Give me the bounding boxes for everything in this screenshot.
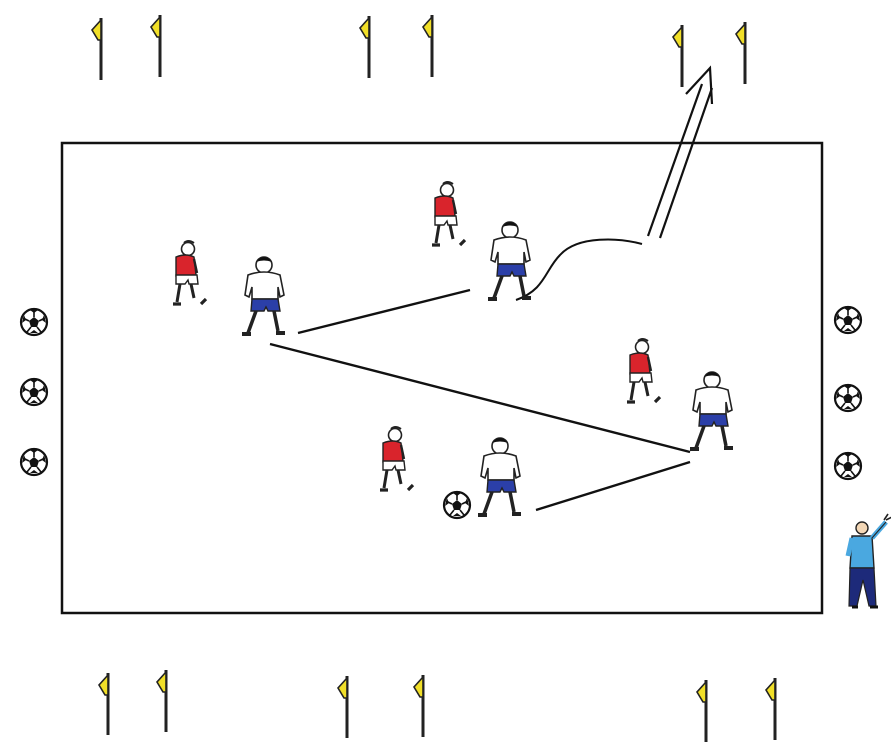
shot-arrow <box>648 68 712 238</box>
attacker-player-icon <box>173 241 206 304</box>
flag-icon <box>736 22 745 84</box>
flag-icon <box>766 678 775 740</box>
flag-group-top-center <box>360 15 432 78</box>
attacker-player-icon <box>432 182 465 245</box>
defender-player-icon <box>690 372 733 449</box>
flag-icon <box>673 25 682 87</box>
soccer-ball-icon <box>21 449 47 475</box>
pass-lines <box>270 290 690 510</box>
flag-icon <box>338 676 347 738</box>
defender-player-icon <box>478 438 521 515</box>
flag-icon <box>157 670 166 732</box>
soccer-ball-icon <box>444 492 470 518</box>
pass-line <box>298 290 470 333</box>
flag-icon <box>99 673 108 735</box>
flag-icon <box>360 16 369 78</box>
soccer-ball-icon <box>835 307 861 333</box>
pass-line <box>270 344 690 452</box>
flag-icon <box>423 15 432 77</box>
ball-stack-right <box>835 307 861 479</box>
coach-icon <box>848 514 891 607</box>
flag-group-bottom-left <box>99 670 166 735</box>
soccer-ball-icon <box>21 309 47 335</box>
defender-player-icon <box>488 222 531 299</box>
flag-group-top-left <box>92 15 160 80</box>
attacker-player-icon <box>627 339 660 402</box>
soccer-ball-icon <box>835 385 861 411</box>
flag-group-top-right <box>673 22 745 87</box>
attacker-player-icon <box>380 427 413 490</box>
flag-icon <box>414 675 423 737</box>
ball-stack-left <box>21 309 47 475</box>
soccer-ball-icon <box>21 379 47 405</box>
flag-icon <box>92 18 101 80</box>
flag-group-bottom-center <box>338 675 423 738</box>
soccer-ball-icon <box>835 453 861 479</box>
flag-icon <box>697 680 706 742</box>
flag-icon <box>151 15 160 77</box>
defender-player-icon <box>242 257 285 334</box>
flag-group-bottom-right <box>697 678 775 742</box>
dribble-path <box>516 240 642 300</box>
pass-line <box>536 462 690 510</box>
